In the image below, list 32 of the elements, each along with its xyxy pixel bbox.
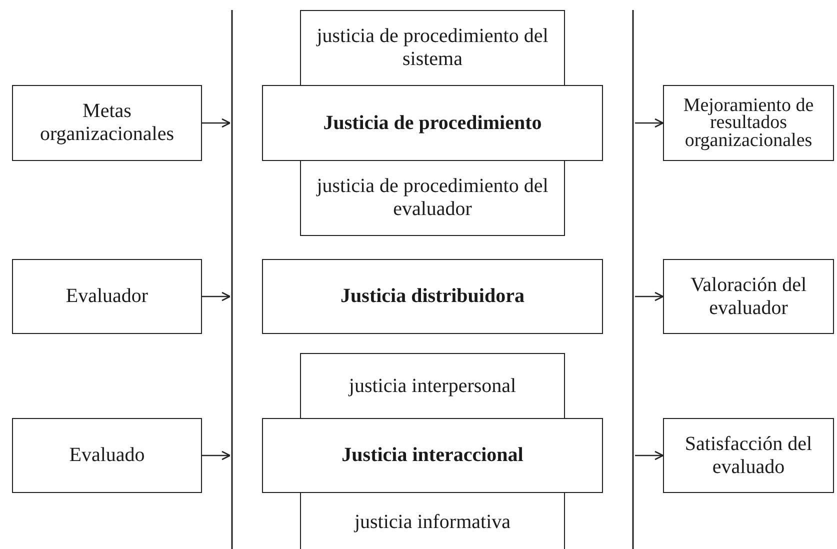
box-label: justicia informativa	[352, 510, 512, 534]
box-label: Mejoramiento de resultados organizacionales	[682, 97, 815, 149]
text-box	[663, 418, 834, 493]
box-label: justicia de procedimiento del evaluador	[315, 175, 550, 221]
text-box	[663, 85, 834, 161]
text-box	[262, 418, 603, 493]
text-box	[300, 160, 565, 236]
box-label: Evaluador	[64, 285, 150, 308]
box-label: Justicia interaccional	[340, 444, 524, 467]
box-label: Metas organizacionales	[38, 100, 175, 146]
arrow	[635, 292, 664, 302]
box-label: Valoración del evaluador	[689, 274, 808, 320]
box-label: Evaluado	[68, 444, 146, 467]
text-box	[12, 259, 202, 334]
text-box	[12, 85, 202, 161]
text-box	[300, 492, 565, 549]
text-box	[300, 10, 565, 86]
box-label: Satisfacción del evaluado	[684, 432, 814, 478]
box-label: Justicia de procedimiento	[322, 112, 543, 134]
arrow	[202, 450, 231, 460]
arrow	[202, 118, 231, 128]
box-label: Justicia distribuidora	[340, 285, 526, 308]
arrow	[635, 450, 664, 460]
text-box	[12, 418, 202, 493]
text-box	[300, 353, 565, 419]
arrow	[635, 118, 664, 128]
arrow	[202, 292, 231, 302]
box-label: justicia de procedimiento del sistema	[315, 25, 550, 71]
box-label: justicia interpersonal	[347, 374, 518, 398]
text-box	[663, 259, 834, 334]
text-box	[262, 85, 603, 161]
text-box	[262, 259, 603, 334]
